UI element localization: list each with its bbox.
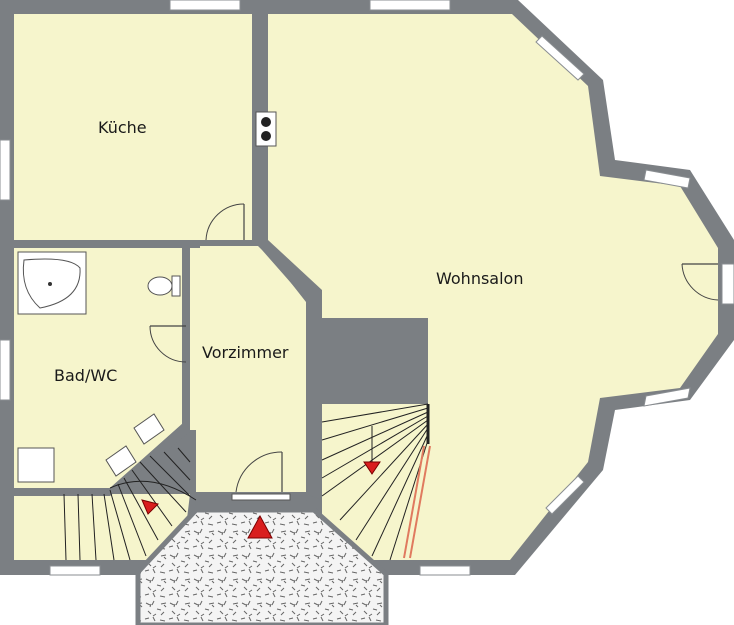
window-bay-right <box>721 263 734 305</box>
window-bay-bottom <box>643 387 691 407</box>
shower-tray <box>17 447 55 483</box>
room-label-hall: Vorzimmer <box>202 343 289 362</box>
window-top-right <box>369 0 451 11</box>
window-kitchen-left <box>0 139 11 201</box>
hall-stair-wall <box>306 404 322 500</box>
hall-floor <box>186 246 306 492</box>
bathtub <box>17 251 87 315</box>
stair-left-down-arrow <box>141 499 159 515</box>
room-label-living: Wohnsalon <box>436 269 523 288</box>
entrance-arrow <box>247 514 273 539</box>
kitchen-bath-wall <box>14 240 200 248</box>
door-entrance[interactable] <box>231 451 291 501</box>
window-bottom-right <box>419 565 471 576</box>
stairs-left <box>63 447 197 561</box>
chimney-flue-bottom <box>261 131 271 141</box>
sink-upper <box>133 413 165 445</box>
sink-lower <box>105 445 137 477</box>
door-bath[interactable] <box>149 325 187 363</box>
hall-angled-wall <box>252 240 322 318</box>
entrance-walls <box>182 494 322 560</box>
entrance-terrace <box>135 507 389 625</box>
stair-right-down-arrow <box>363 461 381 475</box>
window-bay-top <box>643 169 691 189</box>
window-bath-left <box>0 339 11 401</box>
toilet <box>147 275 181 297</box>
bath-stair-wall <box>14 424 190 496</box>
kitchen-floor <box>14 14 252 240</box>
window-top-left <box>169 0 241 11</box>
chimney-block <box>255 111 277 147</box>
living-floor <box>268 14 718 560</box>
stair-railing <box>403 445 431 559</box>
room-label-bath: Bad/WC <box>54 366 117 385</box>
door-kitchen[interactable] <box>205 203 245 241</box>
window-bottom-left <box>49 565 101 576</box>
bath-hall-wall <box>182 248 190 428</box>
room-label-kitchen: Küche <box>98 118 147 137</box>
door-terrace[interactable] <box>681 263 719 301</box>
chimney-flue-top <box>261 117 271 127</box>
window-diagonal-top <box>535 35 585 81</box>
window-diagonal-bottom <box>545 475 585 515</box>
